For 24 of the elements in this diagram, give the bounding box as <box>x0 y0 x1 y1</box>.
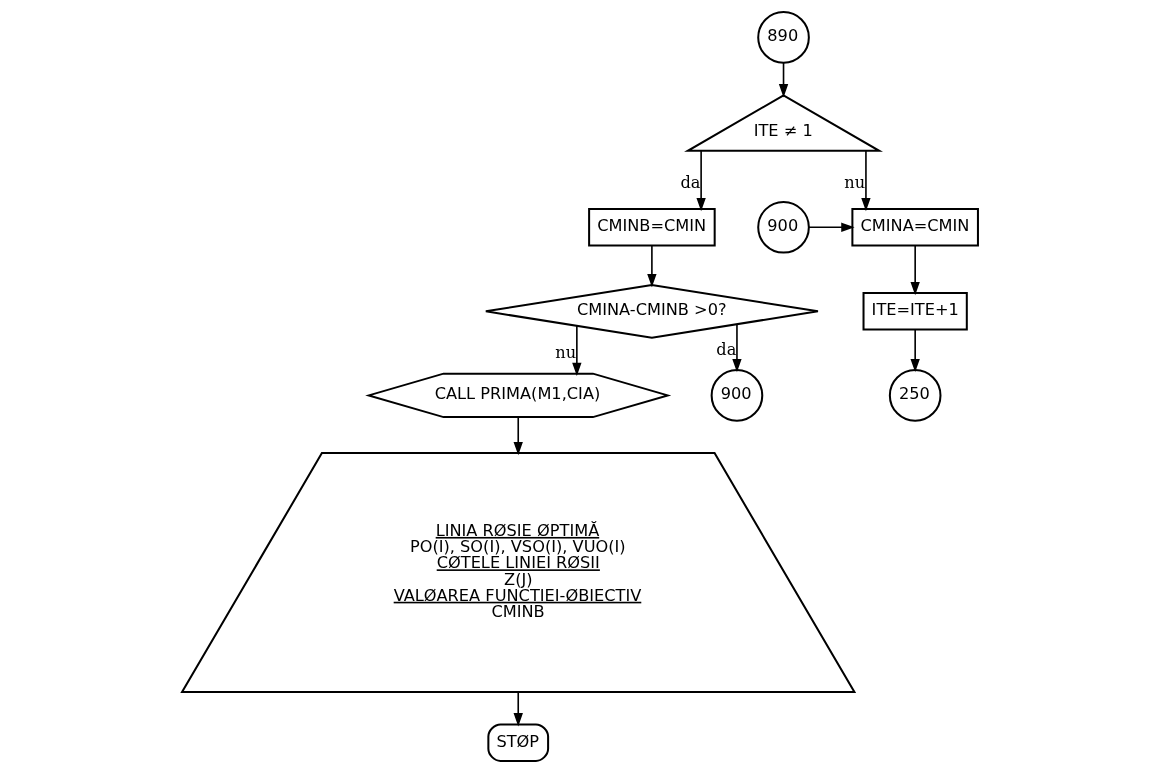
arrow <box>778 62 788 98</box>
node-diamond: CMINA-CMINB >0? <box>484 284 819 339</box>
node-circle: 250 <box>888 369 941 422</box>
node-circle: 900 <box>710 369 763 422</box>
arrow <box>695 150 706 212</box>
arrow <box>860 150 871 212</box>
arrow <box>909 244 920 296</box>
arrow <box>513 416 523 456</box>
node-circle: 890 <box>756 11 810 64</box>
node-box: CMINB=CMIN <box>587 208 716 247</box>
node-box: CMINA=CMIN <box>850 208 979 247</box>
node-box: STØP <box>486 723 549 762</box>
arrow <box>909 328 920 373</box>
edge-label: nu <box>554 342 576 362</box>
arrow <box>513 691 523 727</box>
arrow <box>807 222 855 232</box>
node-circle: 900 <box>756 200 810 254</box>
edge-label: nu <box>843 172 865 192</box>
edge-label: da <box>679 172 700 192</box>
arrow <box>731 323 742 373</box>
arrow <box>646 244 657 288</box>
edge-label: da <box>715 340 736 360</box>
node-box: ITE=ITE+1 <box>862 292 968 331</box>
arrow <box>571 325 582 377</box>
